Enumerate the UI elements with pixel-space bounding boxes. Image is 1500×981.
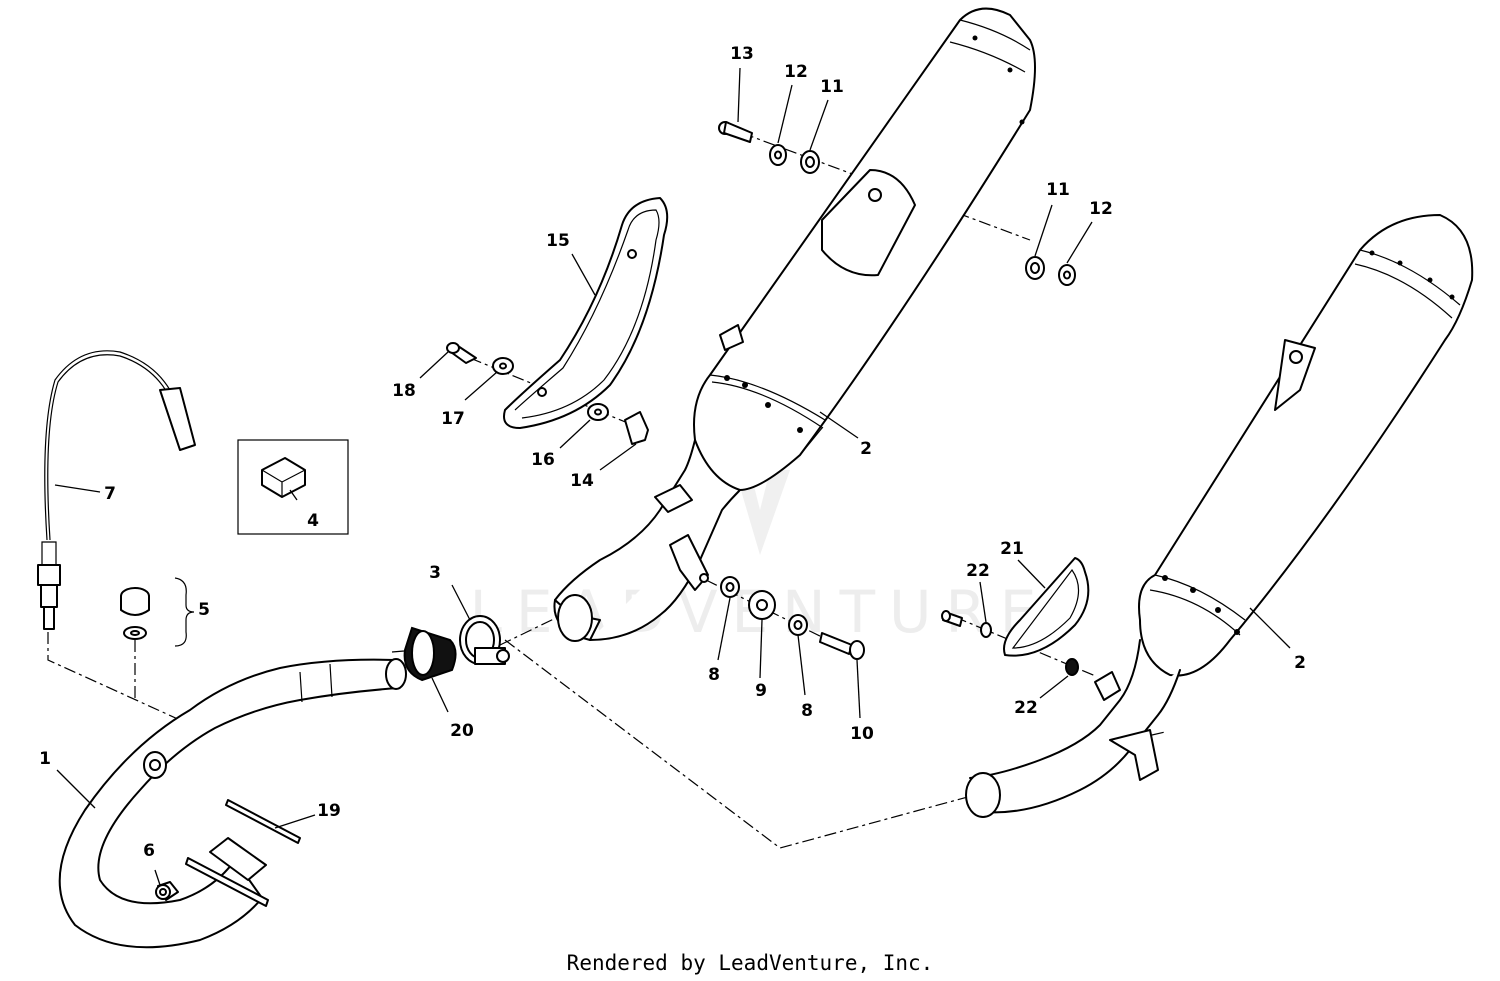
callout-4: 4 [307, 511, 319, 531]
callout-10: 10 [850, 724, 874, 744]
callout-1: 1 [39, 749, 51, 769]
leader-lines [54, 67, 1291, 886]
callout-9: 9 [755, 681, 767, 701]
callout-labels: 1 2 2 3 4 5 6 7 8 8 9 10 11 11 12 12 13 … [39, 44, 1306, 861]
plug-and-washer [120, 577, 195, 647]
clip-14 [624, 411, 649, 445]
callout-11-right: 11 [1046, 180, 1070, 200]
callout-21: 21 [1000, 539, 1024, 559]
lower-muffler [965, 214, 1474, 818]
exhaust-clamp [459, 615, 510, 665]
callout-20: 20 [450, 721, 474, 741]
callout-22-upper: 22 [966, 561, 990, 581]
callout-8-left: 8 [708, 665, 720, 685]
callout-17: 17 [441, 409, 465, 429]
callout-8-right: 8 [801, 701, 813, 721]
callout-6: 6 [143, 841, 155, 861]
connector-inset [237, 439, 349, 535]
heat-shield-15 [503, 197, 669, 429]
callout-3: 3 [429, 563, 441, 583]
oxygen-sensor [37, 350, 196, 630]
callout-19: 19 [317, 801, 341, 821]
callout-2-upper: 2 [860, 439, 872, 459]
callout-7: 7 [104, 484, 116, 504]
callout-11-upper: 11 [820, 77, 844, 97]
callout-15: 15 [546, 231, 570, 251]
heat-shield-21 [1003, 557, 1090, 657]
callout-14: 14 [570, 471, 594, 491]
callout-2-lower: 2 [1294, 653, 1306, 673]
hardware [155, 121, 1079, 900]
alignment-lines [47, 132, 1166, 849]
callout-5: 5 [198, 600, 210, 620]
upper-muffler [553, 7, 1036, 642]
callout-12-upper: 12 [784, 62, 808, 82]
callout-13: 13 [730, 44, 754, 64]
rendered-by-credit: Rendered by LeadVenture, Inc. [567, 951, 934, 975]
callout-16: 16 [531, 450, 555, 470]
callout-12-right: 12 [1089, 199, 1113, 219]
gasket-19 [225, 799, 301, 844]
callout-18: 18 [392, 381, 416, 401]
gasket-ring [403, 626, 457, 682]
callout-22-lower: 22 [1014, 698, 1038, 718]
